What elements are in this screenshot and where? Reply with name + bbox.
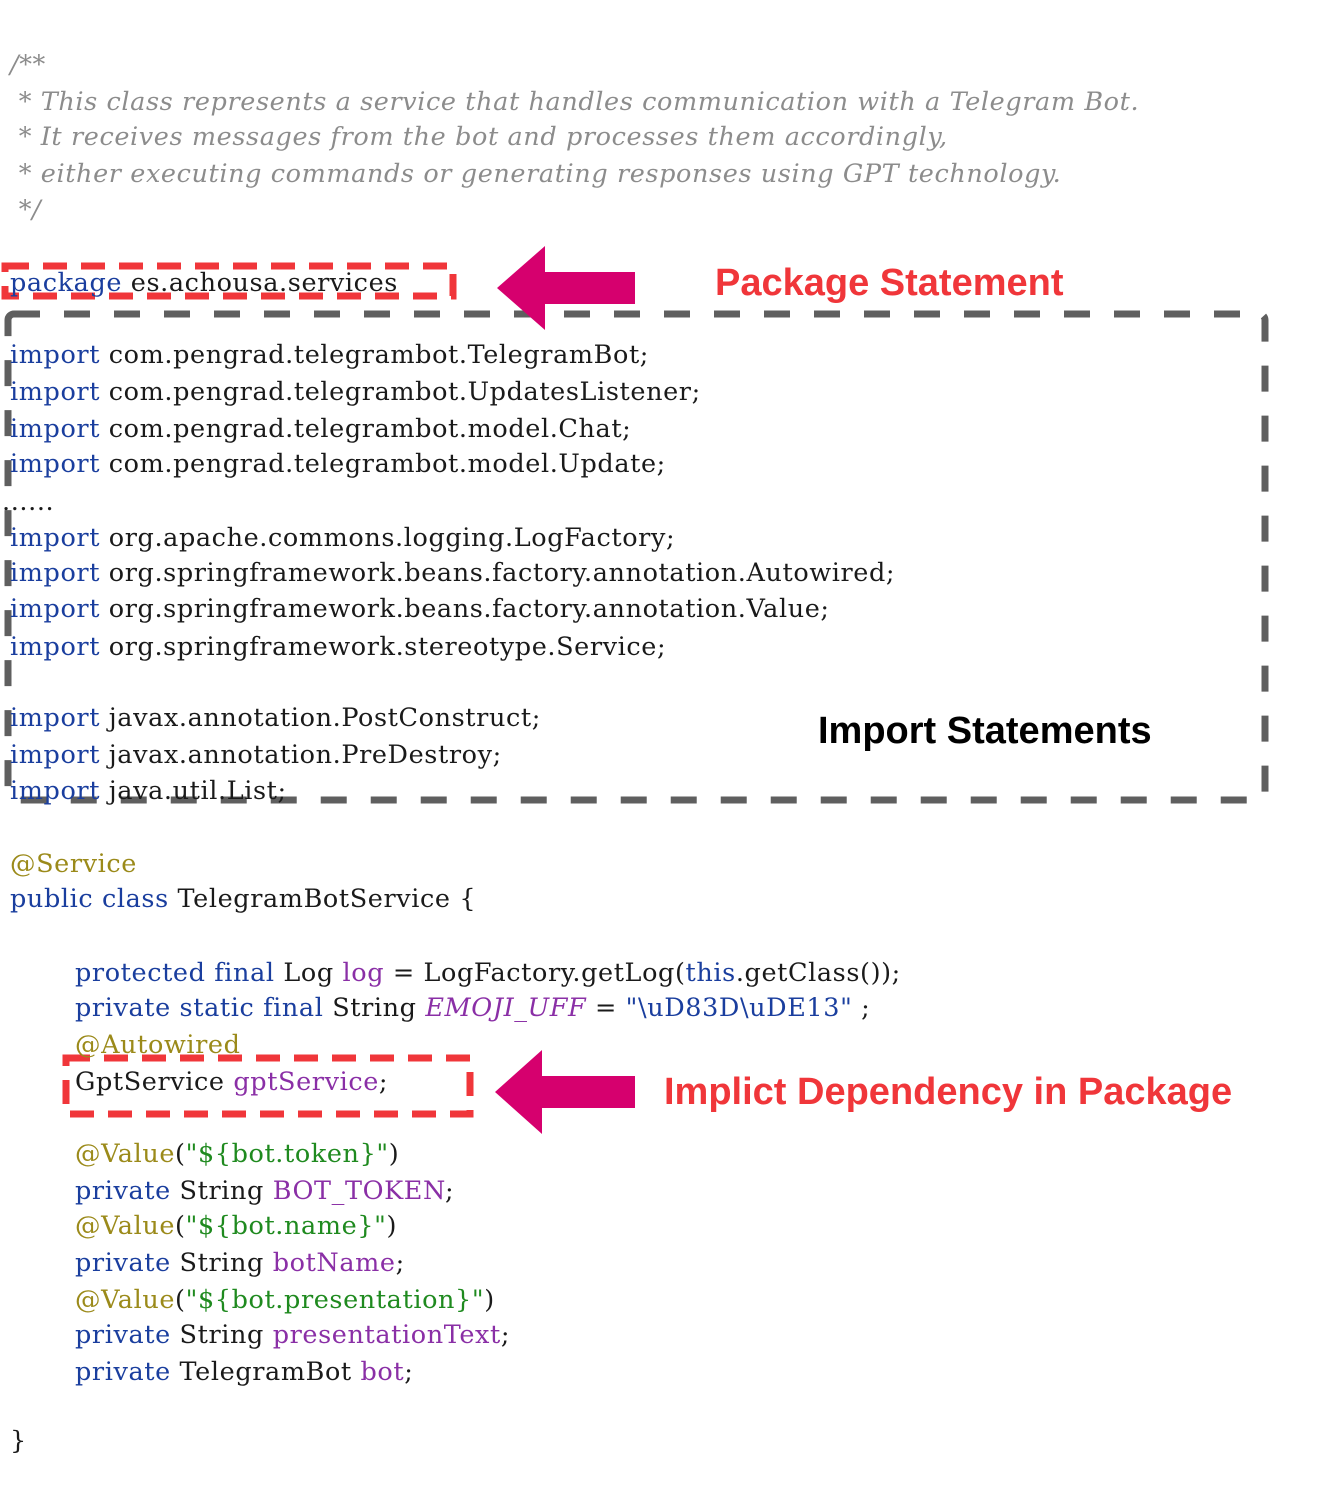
package-keyword: package [10, 268, 123, 298]
implicit-dependency-label: Implict Dependency in Package [664, 1071, 1233, 1113]
field-line: private TelegramBot bot; [75, 1357, 414, 1387]
import-line: import org.springframework.beans.factory… [10, 594, 830, 624]
class-declaration: public class TelegramBotService { [10, 884, 477, 914]
package-name: es.achousa.services [130, 268, 398, 298]
import-statements-label: Import Statements [818, 710, 1152, 752]
field-line: private String presentationText; [75, 1320, 511, 1350]
import-line: import org.springframework.beans.factory… [10, 558, 896, 588]
package-statement: package es.achousa.services [10, 265, 398, 301]
import-line: import javax.annotation.PreDestroy; [10, 740, 502, 770]
import-line: import com.pengrad.telegrambot.UpdatesLi… [10, 377, 701, 407]
service-annotation: @Service [10, 849, 137, 879]
import-line: import com.pengrad.telegrambot.TelegramB… [10, 340, 649, 370]
comment-line: /** [10, 50, 46, 80]
import-line: import javax.annotation.PostConstruct; [10, 703, 541, 733]
value-annotation-line: @Value("${bot.name}") [75, 1211, 398, 1241]
emoji-constant-line: private static final String EMOJI_UFF = … [75, 993, 871, 1023]
comment-line: */ [10, 195, 42, 225]
import-line: import java.util.List; [10, 776, 287, 806]
package-statement-label: Package Statement [715, 262, 1064, 304]
import-line: import com.pengrad.telegrambot.model.Upd… [10, 449, 666, 479]
import-line: import org.springframework.stereotype.Se… [10, 632, 667, 662]
log-field-line: protected final Log log = LogFactory.get… [75, 958, 901, 988]
code-listing: /** * This class represents a service th… [2, 0, 1329, 1456]
ellipsis: ...... [2, 487, 55, 517]
field-line: private String BOT_TOKEN; [75, 1176, 455, 1206]
autowired-annotation: @Autowired [75, 1030, 241, 1060]
comment-line: * This class represents a service that h… [10, 87, 1140, 117]
import-line: import org.apache.commons.logging.LogFac… [10, 523, 676, 553]
value-annotation-line: @Value("${bot.token}") [75, 1139, 400, 1169]
closing-brace: } [10, 1426, 27, 1456]
import-line: import com.pengrad.telegrambot.model.Cha… [10, 414, 632, 444]
field-line: private String botName; [75, 1248, 405, 1278]
comment-line: * It receives messages from the bot and … [10, 122, 948, 152]
comment-line: * either executing commands or generatin… [10, 159, 1062, 189]
gptservice-field-line: GptService gptService; [75, 1067, 389, 1097]
value-annotation-line: @Value("${bot.presentation}") [75, 1285, 495, 1315]
